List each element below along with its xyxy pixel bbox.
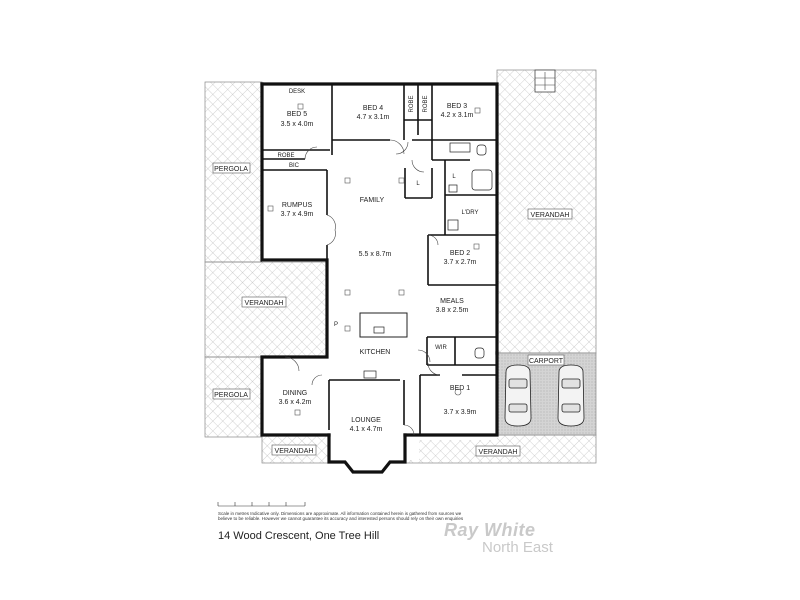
label-linen: L xyxy=(416,181,420,187)
car-icon xyxy=(557,364,585,427)
room-bed2-name: BED 2 xyxy=(450,250,470,257)
kitchen-island xyxy=(359,312,408,338)
room-rumpus-dims: 3.7 x 4.9m xyxy=(281,211,314,218)
label-wir: WIR xyxy=(435,345,447,351)
verandah-bottom-left-label: VERANDAH xyxy=(271,444,317,456)
vanity-icon xyxy=(449,142,471,153)
ceiling-lights xyxy=(267,103,481,416)
pergola-top-label: PERGOLA xyxy=(212,162,251,174)
room-kitchen-name: KITCHEN xyxy=(360,349,391,356)
room-bed1-name: BED 1 xyxy=(450,385,470,392)
verandah-bottom-right-label: VERANDAH xyxy=(475,445,521,457)
room-rumpus-name: RUMPUS xyxy=(282,202,313,209)
label-carport: CARPORT xyxy=(529,358,564,365)
label-robe: ROBE xyxy=(277,153,294,159)
label-verandah-left: VERANDAH xyxy=(245,300,284,307)
room-family-dims: 5.5 x 8.7m xyxy=(359,251,392,258)
label-ldry: L'DRY xyxy=(461,210,478,216)
label-bic: BIC xyxy=(289,163,300,169)
room-bed1-dims: 3.7 x 3.9m xyxy=(444,409,477,416)
room-bed5-dims: 3.5 x 4.0m xyxy=(281,121,314,128)
disclaimer-text: Scale in metres Indicative only. Dimensi… xyxy=(218,511,464,522)
scale-bar xyxy=(217,502,306,507)
room-meals-dims: 3.8 x 2.5m xyxy=(436,307,469,314)
room-bed3-name: BED 3 xyxy=(447,103,467,110)
sink-icon xyxy=(373,326,385,334)
pergola-bottom-label: PERGOLA xyxy=(212,388,251,400)
cooktop-icon xyxy=(363,370,377,379)
label-pergola-top: PERGOLA xyxy=(214,166,248,173)
laundry-trough-icon xyxy=(447,219,459,231)
verandah-right-label: VERANDAH xyxy=(527,208,573,220)
label-robe-vertical-2: ROBE xyxy=(423,95,429,112)
room-meals-name: MEALS xyxy=(440,298,464,305)
room-bed4-name: BED 4 xyxy=(363,105,383,112)
verandah-left-label: VERANDAH xyxy=(241,296,287,308)
label-verandah-bottom-right: VERANDAH xyxy=(479,449,518,456)
label-pergola-bottom: PERGOLA xyxy=(214,392,248,399)
agency-logo: Ray White North East xyxy=(444,520,594,556)
label-pantry: P xyxy=(334,322,338,328)
agency-logo-name: Ray White xyxy=(444,520,536,540)
room-dining-dims: 3.6 x 4.2m xyxy=(279,399,312,406)
bath-icon xyxy=(471,169,493,191)
label-desk: DESK xyxy=(289,89,305,95)
label-verandah-bottom-left: VERANDAH xyxy=(275,448,314,455)
carport-label: CARPORT xyxy=(527,354,565,366)
agency-logo-office: North East xyxy=(482,539,553,556)
room-bed5-name: BED 5 xyxy=(287,111,307,118)
basin-icon xyxy=(448,184,458,193)
room-family-name: FAMILY xyxy=(360,197,385,204)
fixtures xyxy=(359,142,493,379)
ensuite-toilet-icon xyxy=(474,347,485,359)
steps-top xyxy=(534,69,556,93)
toilet-icon xyxy=(476,144,487,156)
car-icon xyxy=(504,364,532,427)
label-robe-vertical-1: ROBE xyxy=(409,95,415,112)
room-lounge-name: LOUNGE xyxy=(351,417,381,424)
room-dining-name: DINING xyxy=(283,390,308,397)
doors xyxy=(284,139,441,436)
interior-walls xyxy=(262,84,497,435)
room-bed4-dims: 4.7 x 3.1m xyxy=(357,114,390,121)
label-verandah-right: VERANDAH xyxy=(531,212,570,219)
room-lounge-dims: 4.1 x 4.7m xyxy=(350,426,383,433)
room-bed2-dims: 3.7 x 2.7m xyxy=(444,259,477,266)
property-address: 14 Wood Crescent, One Tree Hill xyxy=(218,530,380,542)
label-laundry-l: L xyxy=(452,174,456,180)
room-bed3-dims: 4.2 x 3.1m xyxy=(441,112,474,119)
verandah-left-area xyxy=(204,261,328,358)
